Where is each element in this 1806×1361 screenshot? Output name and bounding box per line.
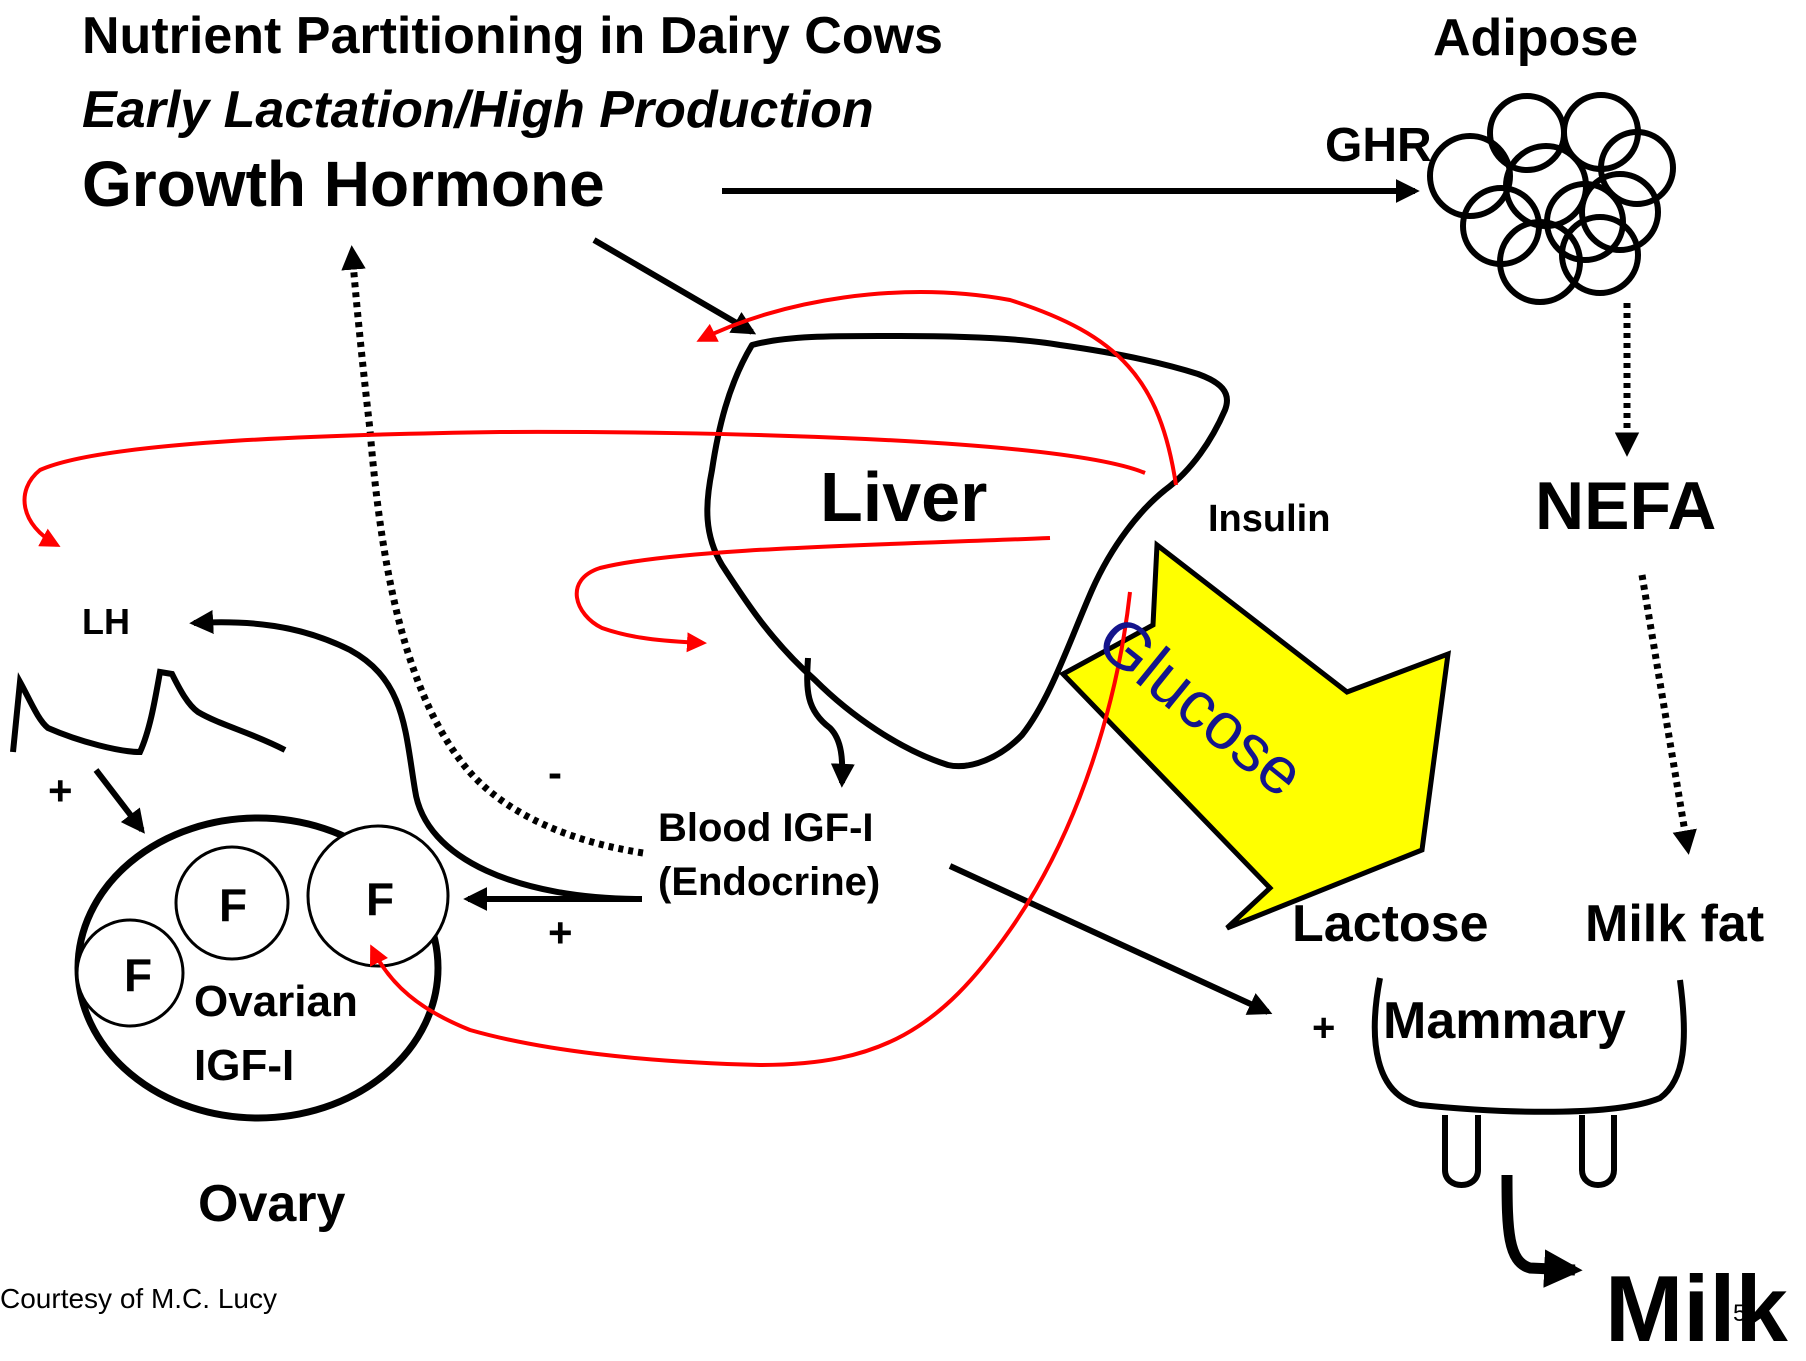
blood-igf-to-gh-dotted-arrow [352, 250, 643, 853]
lh-label: LH [82, 604, 130, 640]
ovarian-label: Ovarian [194, 980, 358, 1024]
gh-to-liver-arrow [594, 240, 752, 332]
insulin-to-gh-red-arrow [700, 292, 1176, 485]
nefa-to-milkfat-dotted-arrow [1642, 575, 1688, 850]
teat-right [1582, 1115, 1614, 1185]
ovary-label: Ovary [198, 1178, 345, 1230]
milk-fat-label: Milk fat [1585, 898, 1764, 950]
adipose-label: Adipose [1433, 12, 1638, 64]
follicle-label-a: F [219, 882, 247, 928]
lactose-label: Lactose [1292, 898, 1489, 950]
ghr-label: GHR [1325, 122, 1432, 170]
blood-plus-sign: + [548, 912, 573, 954]
red-feedback-arrows [25, 292, 1176, 1065]
ovarian-igf-label: IGF-I [194, 1044, 294, 1088]
follicle-label-b: F [366, 876, 394, 922]
courtesy-credit: Courtesy of M.C. Lucy [0, 1285, 277, 1313]
milk-arrow [1507, 1175, 1575, 1270]
blood-igf-to-mammary-arrow [950, 866, 1268, 1012]
insulin-label: Insulin [1208, 500, 1330, 538]
lh-plus-sign: + [48, 770, 73, 812]
adipose-cluster-icon [1430, 95, 1673, 302]
endocrine-label: (Endocrine) [658, 862, 880, 902]
liver-label: Liver [820, 462, 987, 532]
page-number: 5 [1733, 1302, 1746, 1326]
diagram-subtitle: Early Lactation/High Production [82, 84, 874, 136]
milk-label: Milk [1605, 1262, 1788, 1356]
lh-pulse-line [13, 672, 285, 752]
nefa-label: NEFA [1535, 472, 1716, 540]
liver-to-blood-red-arrow [577, 538, 1050, 643]
blood-igf-label: Blood IGF-I [658, 808, 874, 848]
mammary-plus-sign: + [1312, 1008, 1335, 1048]
mammary-label: Mammary [1383, 995, 1626, 1047]
diagram-title: Nutrient Partitioning in Dairy Cows [82, 10, 943, 62]
growth-hormone-label: Growth Hormone [82, 152, 605, 216]
lh-to-ovary-arrow [96, 770, 142, 830]
teat-left [1445, 1115, 1478, 1185]
follicle-label-c: F [124, 952, 152, 998]
feedback-minus-sign: - [548, 752, 562, 794]
